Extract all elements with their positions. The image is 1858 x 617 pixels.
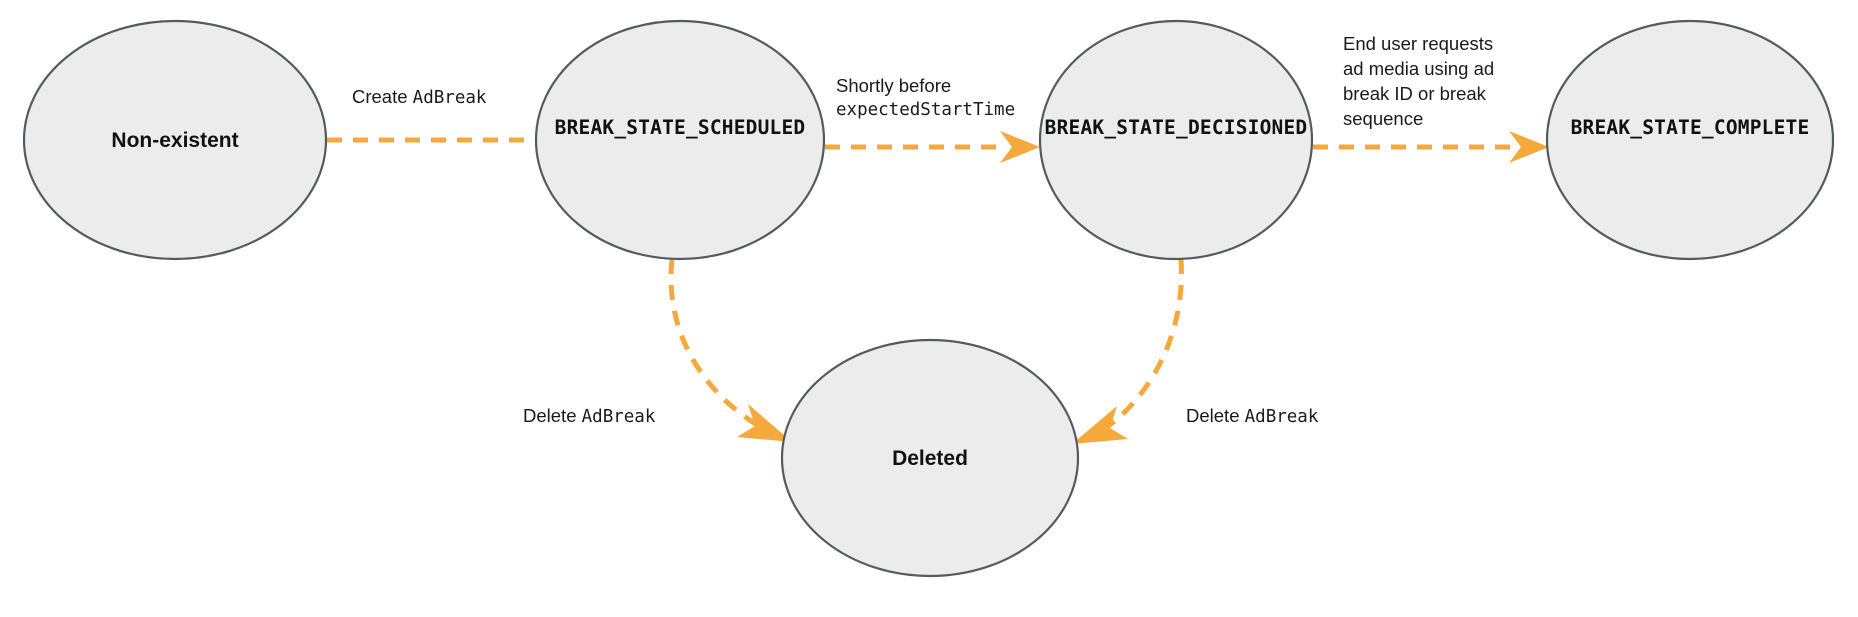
edge-label-text: Delete (1186, 405, 1245, 426)
edge-label-line: break ID or break (1343, 82, 1486, 104)
edge-shortly-before-arrowhead (1000, 131, 1040, 163)
edge-label-text: Create (352, 86, 413, 107)
edge-label-code: AdBreak (1244, 407, 1319, 427)
edge-label-line: ad media using ad (1343, 57, 1495, 79)
edge-end-user-requests-arrowhead (1509, 131, 1549, 163)
edge-label-delete-adbreak-from-decisioned: Delete AdBreak (1186, 404, 1318, 429)
edge-delete-from-decisioned-path (1098, 258, 1184, 435)
edge-label-line: Delete AdBreak (1186, 404, 1318, 429)
edge-end-user-requests-ad-media (1313, 131, 1549, 163)
node-non-existent[interactable] (22, 19, 328, 261)
edge-delete-from-scheduled-path (668, 258, 766, 432)
edge-label-code: AdBreak (581, 407, 656, 427)
node-break-state-scheduled[interactable] (534, 19, 826, 261)
edge-delete-adbreak-from-scheduled (668, 258, 792, 442)
edge-label-line: sequence (1343, 107, 1424, 129)
edge-label-line: Shortly before (836, 75, 952, 96)
edge-label-code: expectedStartTime (836, 99, 1016, 120)
edge-label-line: Delete AdBreak (523, 404, 655, 429)
edge-label-code: AdBreak (412, 88, 487, 108)
node-break-state-complete[interactable] (1545, 19, 1835, 261)
edge-delete-from-scheduled-arrowhead (737, 404, 792, 442)
edge-delete-from-decisioned-arrowhead (1072, 406, 1128, 444)
edge-label-delete-adbreak-from-scheduled: Delete AdBreak (523, 404, 655, 429)
edge-label-shortly-before-expected-start-time: Shortly before expectedStartTime (836, 74, 1015, 123)
edge-shortly-before-expected-start-time (825, 131, 1040, 163)
node-deleted[interactable] (780, 338, 1080, 578)
node-break-state-decisioned[interactable] (1038, 19, 1314, 261)
edge-label-line: Create AdBreak (352, 85, 486, 110)
edge-label-end-user-requests-ad-media: End user requests ad media using ad brea… (1343, 32, 1494, 132)
edge-delete-adbreak-from-decisioned (1072, 258, 1184, 444)
edge-label-create-adbreak: Create AdBreak (352, 85, 486, 110)
edge-label-text: Delete (523, 405, 582, 426)
edge-label-line: End user requests (1343, 33, 1494, 54)
